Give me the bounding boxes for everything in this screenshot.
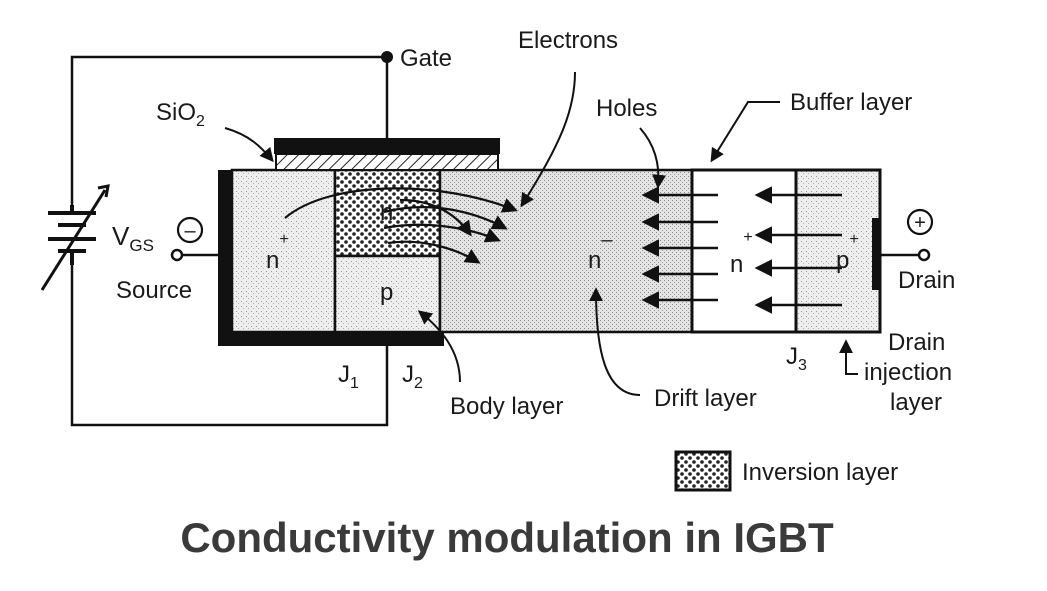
gate-terminal[interactable] xyxy=(381,51,393,63)
drain-injection-label-line2: injection xyxy=(864,359,952,386)
gate-metal xyxy=(274,138,500,154)
drain-plus-symbol: + xyxy=(914,212,926,234)
drain-metal-contact xyxy=(872,218,880,290)
p-plus-injection-label: p+ xyxy=(836,231,859,274)
gate-label: Gate xyxy=(400,45,452,72)
drain-injection-leader xyxy=(839,339,858,375)
plus-symbol-circle xyxy=(906,208,934,236)
n-plus-source-region xyxy=(230,168,337,334)
sio2-leader xyxy=(224,127,274,163)
inversion-layer-legend-swatch xyxy=(674,450,732,492)
igbt-device xyxy=(218,138,882,346)
n-plus-buffer-region xyxy=(690,168,798,334)
n-plus-buffer-label: n+ xyxy=(730,229,753,278)
source-minus-symbol: – xyxy=(184,220,196,242)
legend: Inversion layer xyxy=(674,450,898,492)
electron-flow-arrows xyxy=(284,187,518,264)
drain-injection-label-line3: layer xyxy=(890,389,942,416)
holes-label: Holes xyxy=(596,95,657,122)
outer-loop-wire xyxy=(70,55,389,427)
drain-label: Drain xyxy=(898,267,955,294)
hole-flow-arrows xyxy=(641,186,842,314)
drift-layer-leader xyxy=(589,287,641,396)
n-channel-label: n xyxy=(380,199,393,226)
n-minus-drift-label: n– xyxy=(588,229,613,274)
n-plus-source-label: n+ xyxy=(266,231,289,274)
junction-j2-label: J2 xyxy=(402,361,423,392)
body-layer-label: Body layer xyxy=(450,393,563,420)
body-layer-leader xyxy=(417,310,461,383)
holes-leader xyxy=(639,127,667,189)
sio2-oxide-layer xyxy=(275,153,499,171)
source-label: Source xyxy=(116,277,192,304)
vgs-label: VGS xyxy=(112,221,154,255)
figure-caption: Conductivity modulation in IGBT xyxy=(180,514,834,561)
drain-terminal[interactable] xyxy=(917,248,931,262)
inversion-channel-region xyxy=(333,168,442,258)
circuit-wiring xyxy=(70,55,922,427)
p-body-label: p xyxy=(380,279,393,306)
buffer-layer-leader xyxy=(710,101,780,163)
drain-injection-label-line1: Drain xyxy=(888,329,945,356)
minus-symbol-circle xyxy=(176,216,204,244)
electrons-leader xyxy=(520,71,576,208)
drift-layer-label: Drift layer xyxy=(654,385,757,412)
electrons-label: Electrons xyxy=(518,27,618,54)
sio2-label: SiO2 xyxy=(156,99,205,130)
junction-j3-label: J3 xyxy=(786,343,807,374)
source-metal-contact xyxy=(218,170,232,346)
source-terminal[interactable] xyxy=(170,248,184,262)
buffer-layer-label: Buffer layer xyxy=(790,89,912,116)
inversion-layer-legend-label: Inversion layer xyxy=(742,459,898,486)
junction-j1-label: J1 xyxy=(338,361,359,392)
vgs-battery-icon xyxy=(40,184,110,291)
leader-lines xyxy=(224,71,858,396)
emitter-metal-bottom xyxy=(218,332,444,346)
